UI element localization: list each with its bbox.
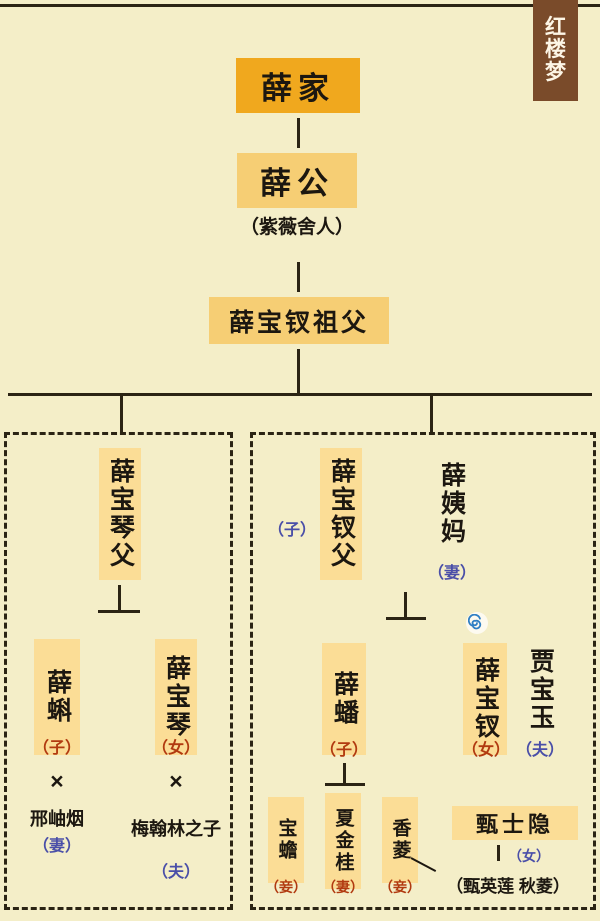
marriage-x-xue-ke: × (50, 767, 64, 794)
node-zhen-shiyin-relation: （女） (508, 848, 550, 864)
node-xue-baochai-role: （女） (461, 742, 510, 759)
node-xiangling-aliases: （甄英莲 秋菱） (446, 876, 570, 896)
node-xue-baochai[interactable]: 薛宝钗 (463, 643, 507, 755)
connector-baochai-children-bar (386, 617, 426, 620)
node-xue-gong-subtitle: （紫薇舍人） (239, 216, 354, 238)
connector-root-to-gen1 (297, 118, 300, 148)
connector-baochai-parents-down (404, 592, 407, 620)
spouse-jia-baoyu[interactable]: 贾宝玉 (526, 648, 555, 732)
connector-xue-pan-down (343, 763, 346, 785)
node-baochan-role: （妾） (265, 879, 307, 895)
node-xia-jingui[interactable]: 夏金桂 (325, 793, 361, 889)
connector-baoqin-father-down (118, 585, 121, 613)
node-xue-ke-role: （子） (32, 740, 81, 757)
connector-bus-to-left-branch (120, 396, 123, 432)
node-xia-jingui-role: （妻） (322, 879, 364, 895)
corner-title-char-2: 楼 (545, 38, 566, 62)
node-xiangling-role: （妾） (379, 879, 421, 895)
node-zhen-shiyin[interactable]: 甄士隐 (452, 806, 578, 840)
node-xue-family[interactable]: 薛家 (236, 58, 360, 113)
node-xue-baoqin-role: （女） (151, 740, 200, 757)
node-xiangling[interactable]: 香菱 (382, 797, 418, 883)
spouse-xing-xiuyan: 邢岫烟 (30, 809, 84, 829)
node-baochai-father-role: （子） (267, 522, 316, 539)
node-xue-yima-role: （妻） (427, 565, 476, 582)
marriage-x-xue-baoqin: × (169, 767, 183, 794)
top-rule (0, 4, 600, 7)
node-xue-pan[interactable]: 薛蟠 (322, 643, 366, 755)
left-branch-group (4, 432, 233, 910)
corner-title-char-3: 梦 (545, 60, 566, 84)
connector-bus-to-right-branch (430, 396, 433, 432)
corner-title-char-1: 红 (545, 16, 566, 40)
node-xue-pan-role: （子） (319, 742, 368, 759)
right-branch-group (250, 432, 596, 910)
connector-xue-pan-consorts-bar (325, 783, 365, 786)
node-baoqin-father[interactable]: 薛宝琴父 (99, 448, 141, 580)
spiral-icon (466, 612, 488, 634)
spouse-mei-hanlin-son-role: （夫） (151, 864, 200, 881)
node-xue-yima[interactable]: 薛姨妈 (437, 462, 466, 546)
spouse-mei-hanlin-son: 梅翰林之子 (131, 818, 221, 839)
sibling-bus (8, 393, 592, 396)
node-xue-ke[interactable]: 薛蝌 (34, 639, 80, 755)
connector-gen1-to-gen2 (297, 262, 300, 292)
corner-title-tag: 红 楼 梦 (533, 0, 578, 101)
connector-zhen-shiyin-down (497, 845, 500, 861)
node-baochai-father[interactable]: 薛宝钗父 (320, 448, 362, 580)
connector-gen2-to-bus (297, 349, 300, 394)
spouse-xing-xiuyan-role: （妻） (32, 838, 81, 855)
spouse-jia-baoyu-role: （夫） (515, 742, 564, 759)
connector-baoqin-children-bar (98, 610, 140, 613)
node-baochai-grandfather[interactable]: 薛宝钗祖父 (209, 297, 389, 344)
node-baochan[interactable]: 宝蟾 (268, 797, 304, 883)
node-xue-gong[interactable]: 薛公 (237, 153, 357, 208)
node-xue-baoqin[interactable]: 薛宝琴 (155, 639, 197, 755)
